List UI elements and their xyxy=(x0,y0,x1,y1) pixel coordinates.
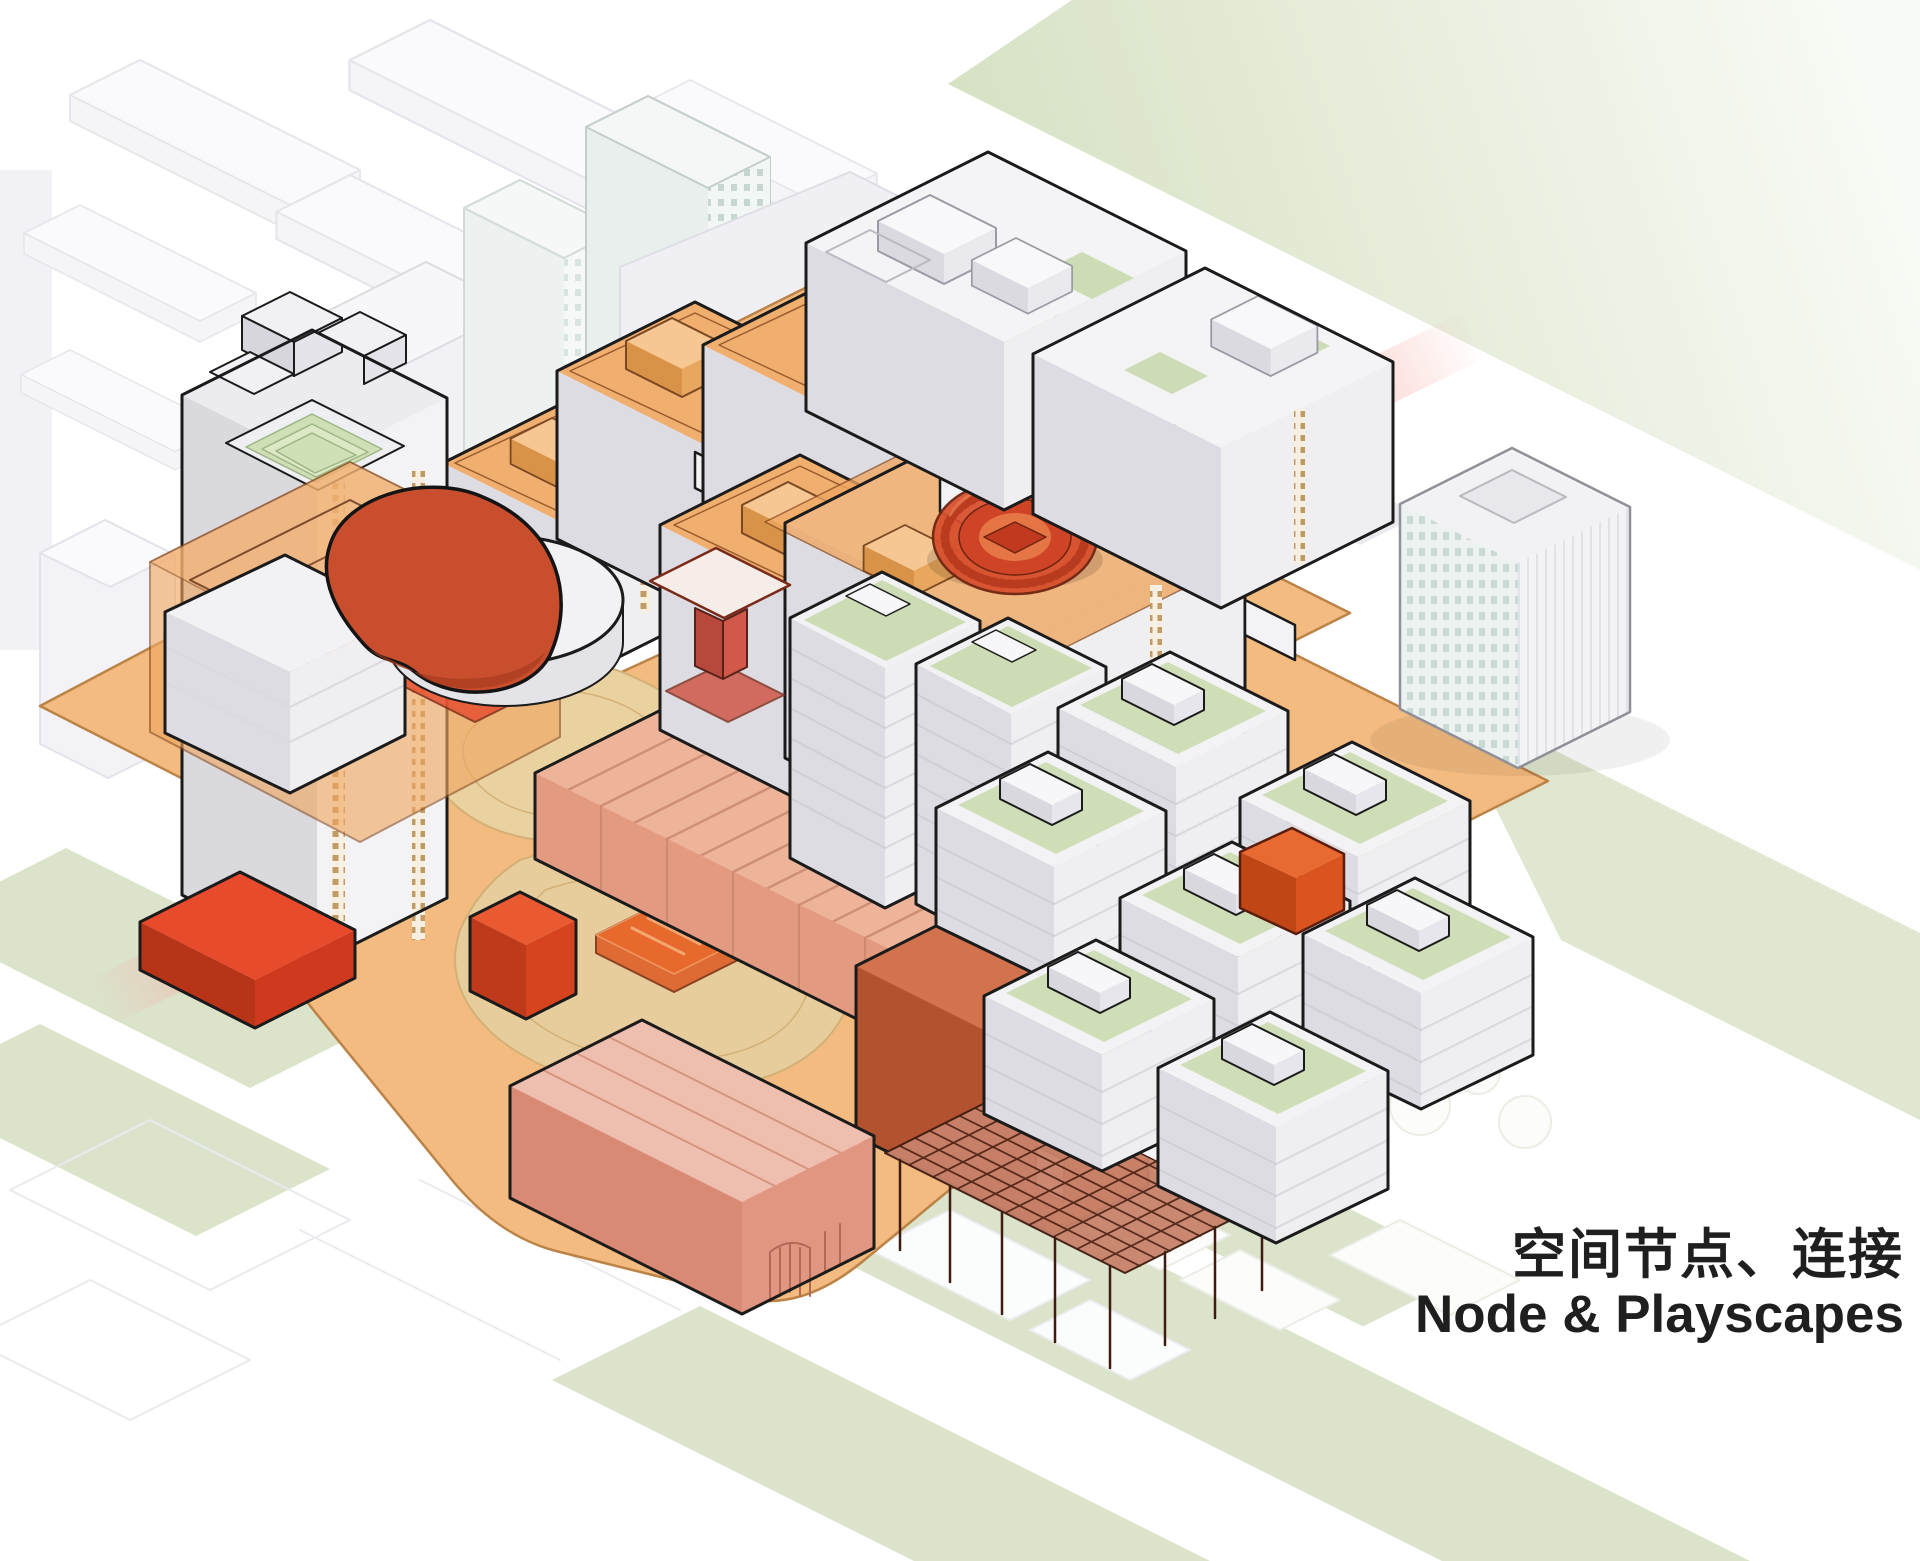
block-left-tower xyxy=(138,291,625,1030)
red-bean-building xyxy=(324,485,563,694)
block-northeast-pair xyxy=(804,150,1395,610)
title-block: 空间节点、连接 Node & Playscapes xyxy=(1415,1226,1904,1346)
heritage-gable-hall xyxy=(508,1018,876,1316)
podium-wing xyxy=(163,553,407,795)
small-red-pavilion xyxy=(468,890,578,1021)
residential-cluster xyxy=(788,570,1535,1245)
red-base-plaza xyxy=(138,870,357,1030)
link-bridge xyxy=(1243,598,1297,662)
rooftop-volumes xyxy=(209,291,407,395)
courtyard-building-d2 xyxy=(1031,266,1395,610)
orange-node-structure xyxy=(1238,826,1346,936)
striped-box-building xyxy=(1370,446,1670,776)
title-english: Node & Playscapes xyxy=(1414,1285,1904,1344)
red-kiosk xyxy=(648,546,792,723)
title-chinese: 空间节点、连接 xyxy=(1512,1225,1904,1285)
